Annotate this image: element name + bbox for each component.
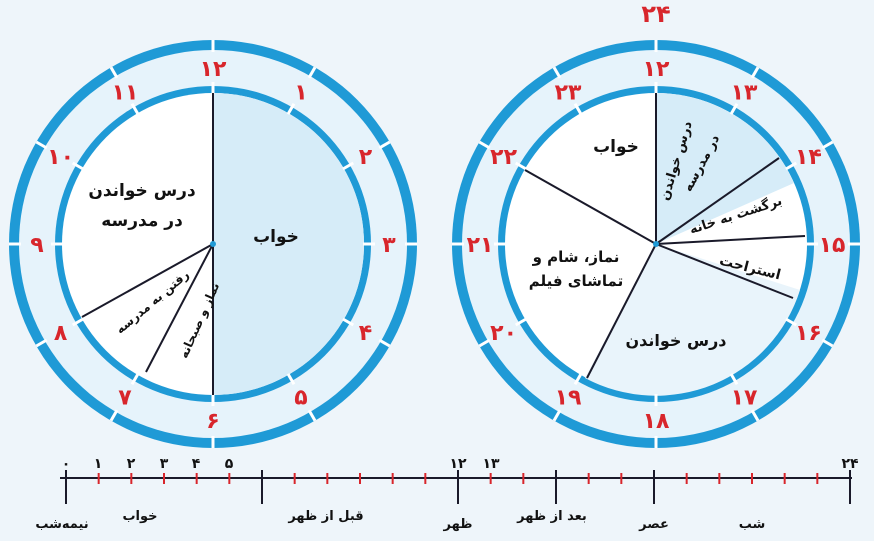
lc-number-6: ۶ xyxy=(206,409,219,434)
left-label-sleep: خواب xyxy=(253,227,299,247)
rc-number-5: ۱۷ xyxy=(731,385,758,410)
timeline-label-sleep: خواب xyxy=(122,509,157,524)
timeline-label-afternoon: عصر xyxy=(638,517,669,532)
rc-number-0: ۱۲ xyxy=(643,57,670,82)
lc-number-9: ۹ xyxy=(30,233,43,258)
timeline-number-13: ۱۳ xyxy=(482,456,500,472)
rc-number-1: ۱۳ xyxy=(731,81,758,106)
left-label-school-line1: درس خواندن xyxy=(88,181,196,201)
timeline-number-4: ۴ xyxy=(192,456,201,472)
timeline-label-midnight: نیمه‌شب xyxy=(35,517,88,532)
left-clock-center xyxy=(210,241,216,247)
rc-number-3: ۱۵ xyxy=(819,233,846,258)
left-label-school-line2: در مدرسه xyxy=(101,211,183,231)
timeline-label-after-noon: بعد از ظهر xyxy=(516,509,587,524)
lc-number-8: ۸ xyxy=(54,321,68,346)
rc-number-11: ۲۳ xyxy=(555,81,582,106)
lc-number-5: ۵ xyxy=(294,385,307,410)
timeline-ticks xyxy=(66,470,850,504)
rc-number-8: ۲۰ xyxy=(490,321,517,346)
rc-number-7: ۱۹ xyxy=(555,385,582,410)
rc-number-10: ۲۲ xyxy=(490,145,517,170)
right-label-study: درس خواندن xyxy=(625,331,726,350)
timeline-number-1: ۱ xyxy=(94,456,103,472)
timeline-number-0: ۰ xyxy=(62,456,71,472)
lc-number-0: ۱۲ xyxy=(200,57,227,82)
lc-number-4: ۴ xyxy=(359,321,372,346)
right-label-dinner-line2: تماشای فیلم xyxy=(529,272,624,290)
rc-number-2: ۱۴ xyxy=(795,145,822,170)
timeline-label-before-noon: قبل از ظهر xyxy=(287,509,363,524)
timeline-label-noon: ظهر xyxy=(443,517,473,532)
lc-number-7: ۷ xyxy=(118,385,132,410)
lc-number-11: ۱۱ xyxy=(112,81,139,106)
right-label-sleep: خواب xyxy=(593,137,639,157)
rc-number-6: ۱۸ xyxy=(643,409,670,434)
right-clock-center xyxy=(653,241,659,247)
timeline-number-5: ۵ xyxy=(225,456,234,472)
lc-number-10: ۱۰ xyxy=(47,145,74,170)
right-clock: ۱۲ ۱۳ ۱۴ ۱۵ ۱۶ ۱۷ ۱۸ ۱۹ ۲۰ ۲۱ ۲۲ ۲۳ ۲۴ خواب درس خوا… xyxy=(452,0,860,448)
timeline-number-24: ۲۴ xyxy=(841,456,859,472)
timeline-number-3: ۳ xyxy=(160,456,169,472)
right-clock-top-number: ۲۴ xyxy=(641,0,670,28)
rc-number-4: ۱۶ xyxy=(795,321,822,346)
rc-number-9: ۲۱ xyxy=(467,233,494,258)
lc-number-3: ۳ xyxy=(382,233,396,258)
timeline-label-night: شب xyxy=(739,517,766,532)
right-label-dinner-line1: نماز، شام و xyxy=(532,248,620,266)
lc-number-1: ۱ xyxy=(294,81,307,106)
timeline-number-12: ۱۲ xyxy=(449,456,467,472)
timeline: ۰ ۱ ۲ ۳ ۴ ۵ ۱۲ ۱۳ ۲۴ نیمه‌شب خواب قبل از… xyxy=(35,456,859,532)
lc-number-2: ۲ xyxy=(359,145,373,170)
timeline-number-2: ۲ xyxy=(127,456,136,472)
